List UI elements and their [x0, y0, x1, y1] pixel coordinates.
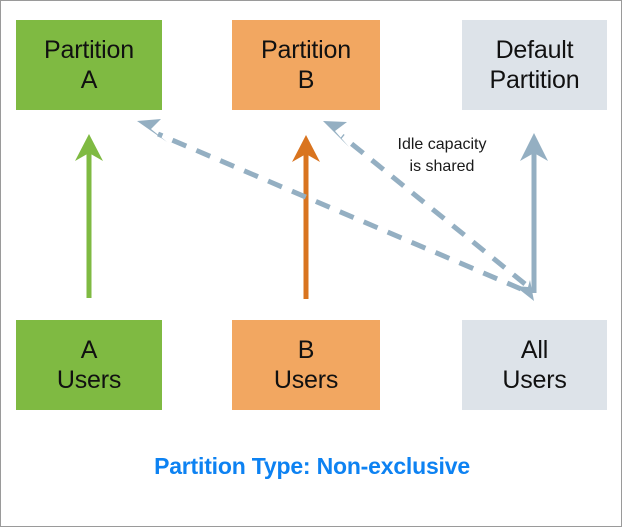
arrow-b-users-to-partition-b-icon	[292, 135, 320, 299]
b-users-label: B Users	[273, 335, 339, 395]
partition-a-box: Partition A	[16, 20, 162, 110]
all-users-label: All Users	[502, 335, 567, 395]
b-users-box: B Users	[232, 320, 380, 410]
arrow-a-users-to-partition-a-icon	[75, 134, 103, 298]
partition-a-label: Partition A	[44, 35, 134, 95]
a-users-label: A Users	[56, 335, 122, 395]
default-partition-label: Default Partition	[489, 35, 580, 95]
all-users-box: All Users	[462, 320, 607, 410]
partition-b-label: Partition B	[261, 35, 351, 95]
partition-b-box: Partition B	[232, 20, 380, 110]
default-partition-box: Default Partition	[462, 20, 607, 110]
idle-capacity-annotation: Idle capacity is shared	[397, 136, 487, 175]
a-users-box: A Users	[16, 320, 162, 410]
partition-type-caption: Partition Type: Non-exclusive	[154, 453, 470, 479]
arrow-all-users-to-default-partition-icon	[515, 133, 548, 301]
